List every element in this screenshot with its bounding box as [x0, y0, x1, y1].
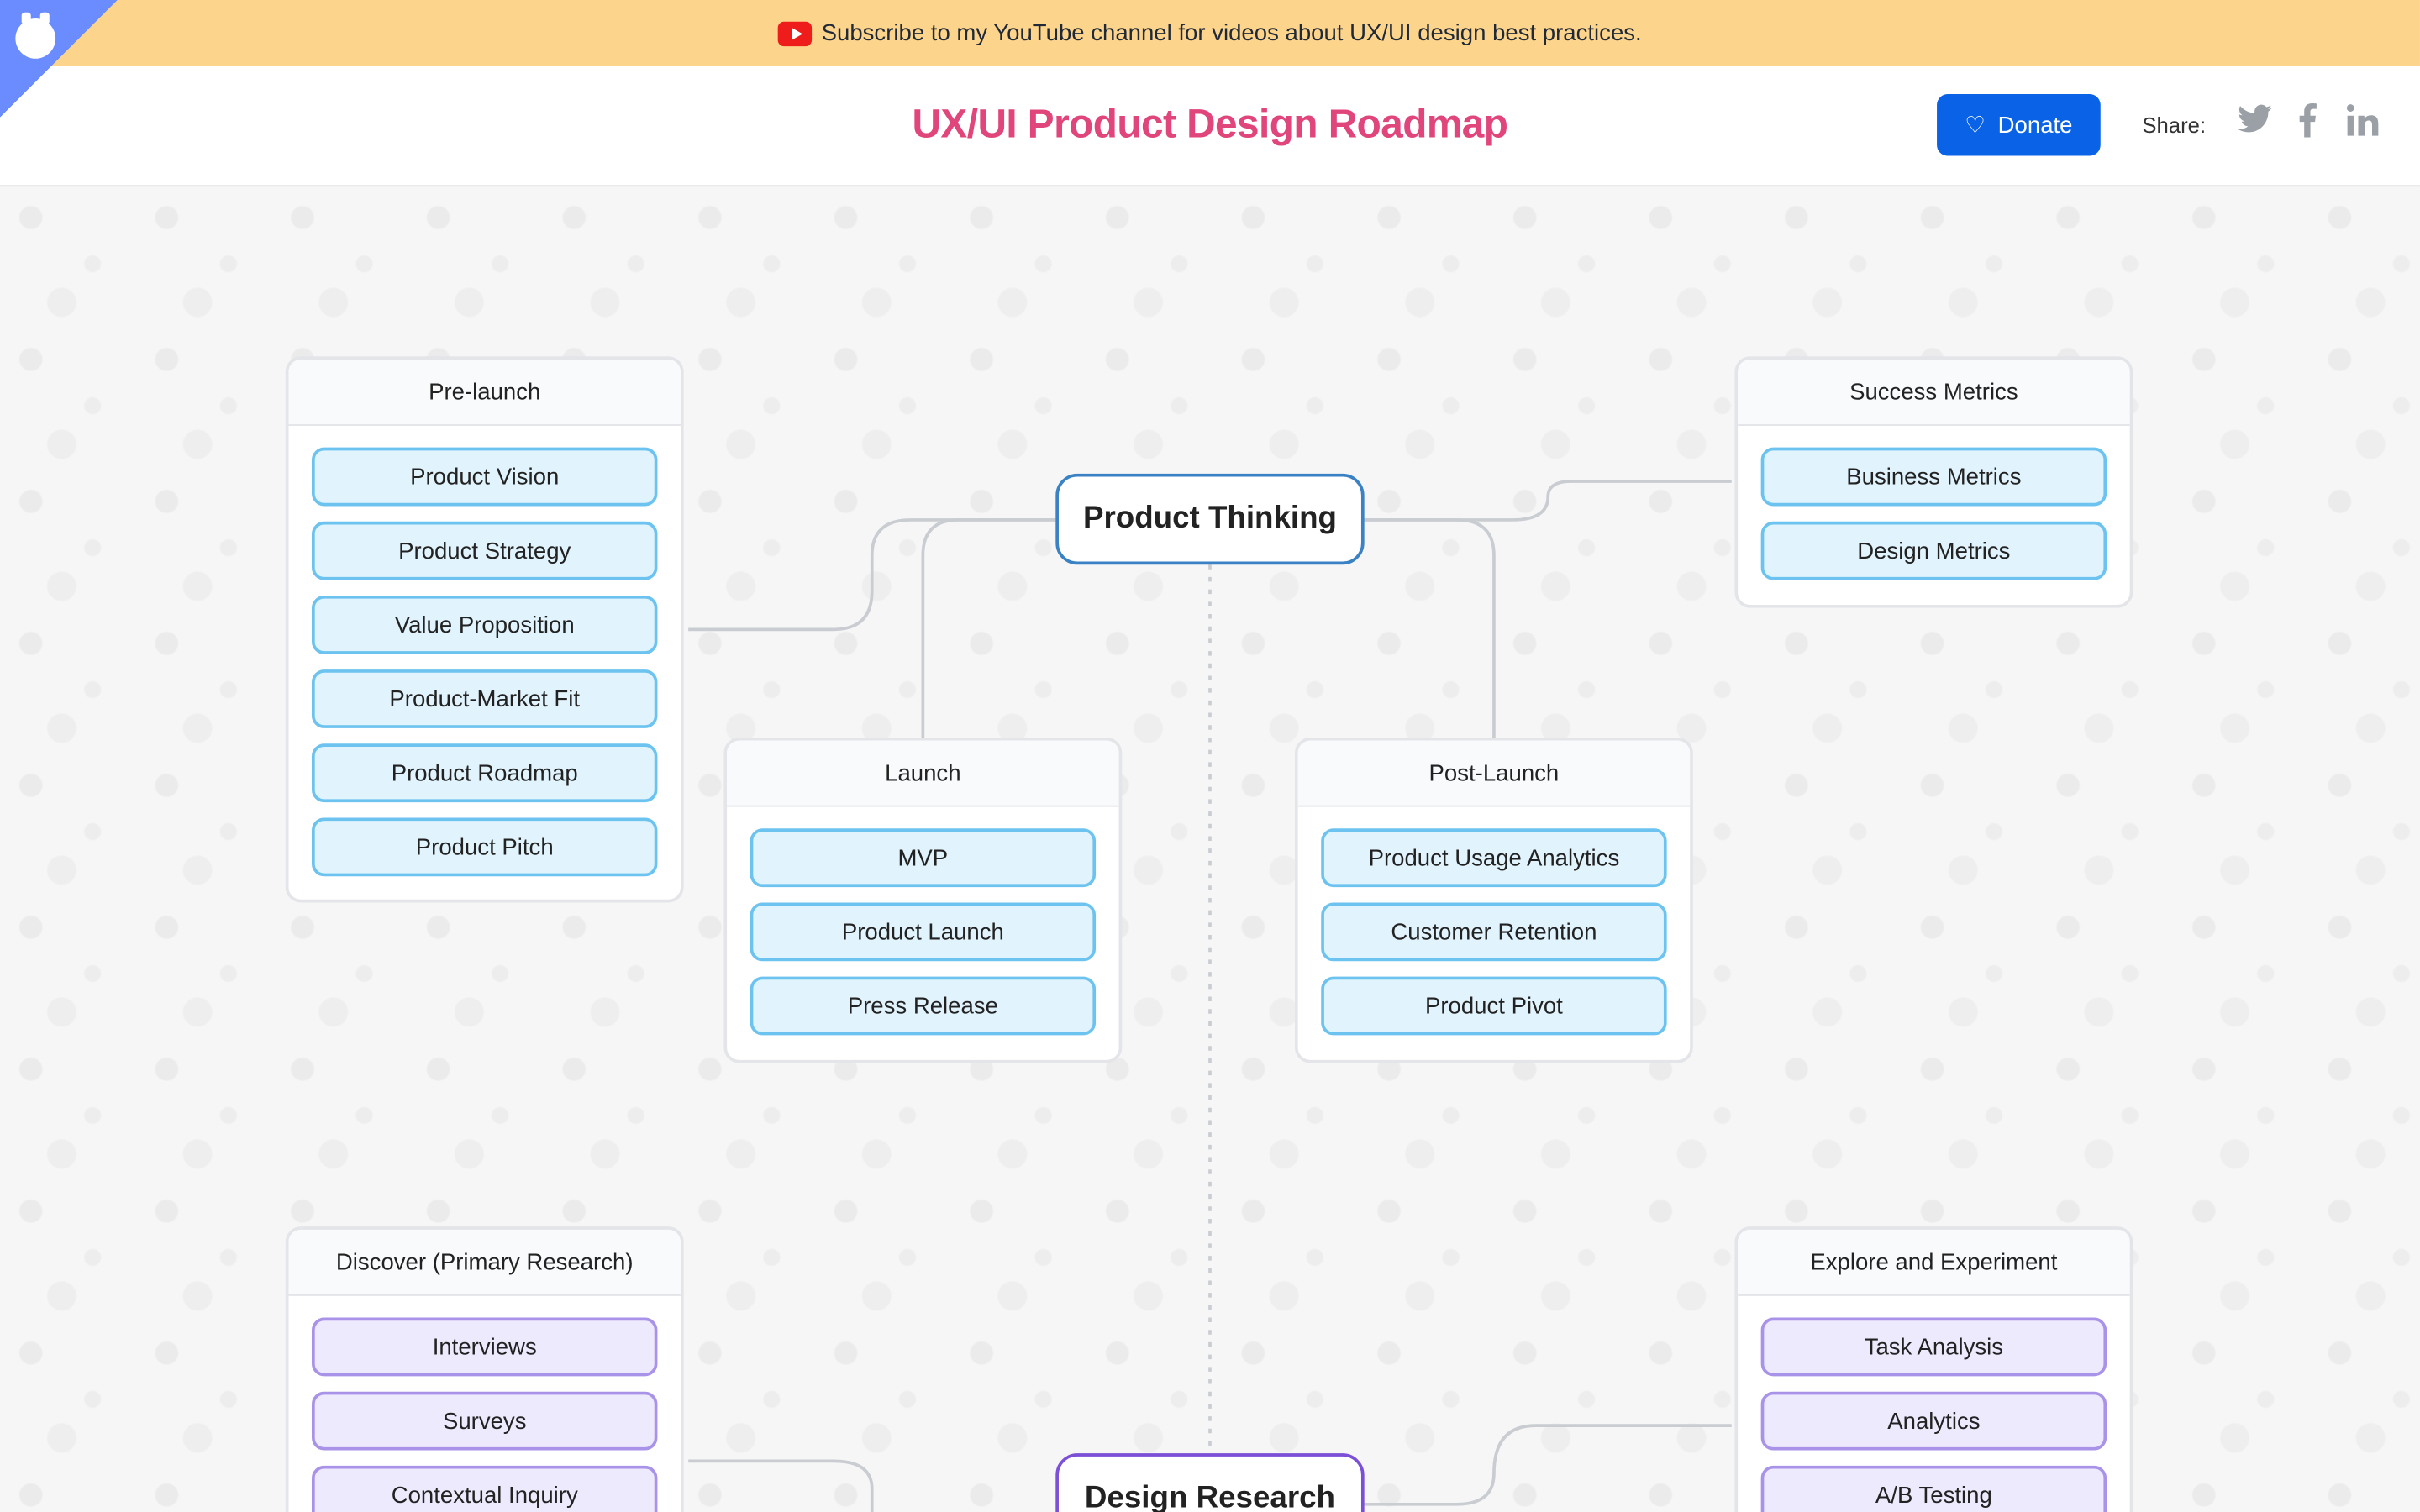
- item-design-metrics[interactable]: Design Metrics: [1760, 521, 2107, 580]
- item-ab-testing[interactable]: A/B Testing: [1760, 1465, 2107, 1512]
- donate-button[interactable]: ♡ Donate: [1937, 94, 2101, 156]
- donate-label: Donate: [1997, 112, 2073, 139]
- group-title: Launch: [727, 740, 1119, 807]
- item-product-pitch[interactable]: Product Pitch: [312, 817, 658, 877]
- item-contextual-inquiry[interactable]: Contextual Inquiry: [312, 1465, 658, 1512]
- group-title: Post-Launch: [1297, 740, 1691, 807]
- group-explore: Explore and Experiment Task Analysis Ana…: [1734, 1226, 2133, 1512]
- item-press-release[interactable]: Press Release: [750, 976, 1097, 1036]
- item-product-vision[interactable]: Product Vision: [312, 447, 658, 507]
- item-product-strategy[interactable]: Product Strategy: [312, 521, 658, 580]
- twitter-icon[interactable]: [2238, 103, 2272, 144]
- linkedin-icon[interactable]: [2346, 103, 2380, 146]
- node-product-thinking[interactable]: Product Thinking: [1055, 473, 1365, 565]
- item-interviews[interactable]: Interviews: [312, 1317, 658, 1377]
- group-title: Pre-launch: [288, 359, 681, 426]
- item-product-launch[interactable]: Product Launch: [750, 902, 1097, 962]
- share-label: Share:: [2142, 113, 2207, 138]
- group-discover: Discover (Primary Research) Interviews S…: [285, 1226, 684, 1512]
- youtube-icon: [778, 20, 813, 46]
- group-post-launch: Post-Launch Product Usage Analytics Cust…: [1294, 737, 1693, 1063]
- group-title: Success Metrics: [1738, 359, 2130, 426]
- item-surveys[interactable]: Surveys: [312, 1391, 658, 1451]
- item-product-market-fit[interactable]: Product-Market Fit: [312, 669, 658, 728]
- top-banner[interactable]: Subscribe to my YouTube channel for vide…: [0, 0, 2420, 66]
- group-success-metrics: Success Metrics Business Metrics Design …: [1734, 356, 2133, 608]
- item-analytics[interactable]: Analytics: [1760, 1391, 2107, 1451]
- group-prelaunch: Pre-launch Product Vision Product Strate…: [285, 356, 684, 903]
- item-customer-retention[interactable]: Customer Retention: [1321, 902, 1667, 962]
- item-business-metrics[interactable]: Business Metrics: [1760, 447, 2107, 507]
- group-title: Explore and Experiment: [1738, 1229, 2130, 1296]
- heart-icon: ♡: [1965, 113, 1986, 139]
- page-title: UX/UI Product Design Roadmap: [912, 100, 1508, 147]
- item-mvp[interactable]: MVP: [750, 828, 1097, 888]
- group-launch: Launch MVP Product Launch Press Release: [723, 737, 1123, 1063]
- node-design-research[interactable]: Design Research: [1055, 1453, 1365, 1512]
- item-product-usage-analytics[interactable]: Product Usage Analytics: [1321, 828, 1667, 888]
- github-cat-icon: [15, 12, 56, 59]
- group-title: Discover (Primary Research): [288, 1229, 681, 1296]
- github-corner[interactable]: [0, 0, 118, 118]
- item-product-pivot[interactable]: Product Pivot: [1321, 976, 1667, 1036]
- item-value-proposition[interactable]: Value Proposition: [312, 595, 658, 654]
- banner-text[interactable]: Subscribe to my YouTube channel for vide…: [821, 19, 1642, 47]
- header: UX/UI Product Design Roadmap ♡ Donate Sh…: [0, 66, 2420, 187]
- item-task-analysis[interactable]: Task Analysis: [1760, 1317, 2107, 1377]
- item-product-roadmap[interactable]: Product Roadmap: [312, 743, 658, 803]
- facebook-icon[interactable]: [2296, 103, 2318, 146]
